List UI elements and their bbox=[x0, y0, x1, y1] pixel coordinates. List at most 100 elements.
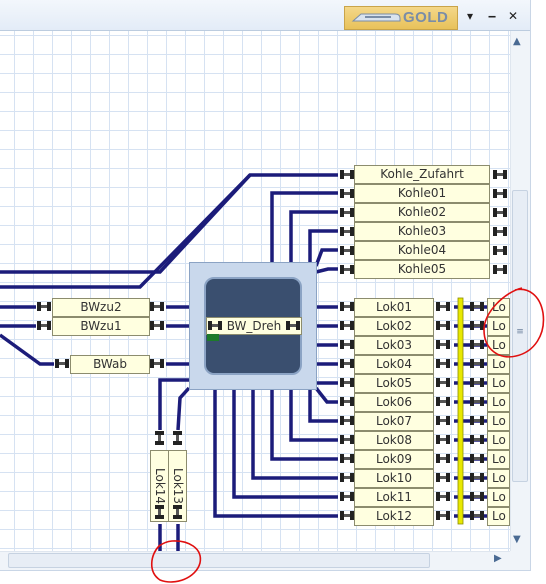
track-label-cut[interactable]: Lo bbox=[487, 374, 510, 393]
track-label-cut[interactable]: Lo bbox=[487, 450, 510, 469]
signal-marker-icon[interactable] bbox=[470, 435, 484, 444]
signal-marker-icon[interactable] bbox=[436, 454, 450, 463]
signal-marker-icon[interactable] bbox=[340, 265, 354, 274]
track-label-bwzu1[interactable]: BWzu1 bbox=[52, 317, 150, 336]
signal-marker-icon[interactable] bbox=[340, 246, 354, 255]
track-label-cut[interactable]: Lo bbox=[487, 488, 510, 507]
signal-marker-icon[interactable] bbox=[436, 302, 450, 311]
track-label-cut[interactable]: Lo bbox=[487, 431, 510, 450]
turntable-label[interactable]: BW_Dreh bbox=[206, 317, 302, 335]
track-label-lok03[interactable]: Lok03 bbox=[354, 336, 434, 355]
signal-marker-icon[interactable] bbox=[493, 170, 507, 179]
signal-marker-icon[interactable] bbox=[155, 505, 164, 519]
signal-marker-icon[interactable] bbox=[436, 492, 450, 501]
signal-marker-icon[interactable] bbox=[340, 359, 354, 368]
signal-marker-icon[interactable] bbox=[340, 473, 354, 482]
signal-marker-icon[interactable] bbox=[493, 246, 507, 255]
minimize-button[interactable]: ‒ bbox=[487, 9, 497, 23]
signal-marker-icon[interactable] bbox=[436, 359, 450, 368]
signal-marker-icon[interactable] bbox=[150, 302, 164, 311]
signal-marker-icon[interactable] bbox=[340, 397, 354, 406]
signal-marker-icon[interactable] bbox=[340, 208, 354, 217]
signal-marker-icon[interactable] bbox=[37, 302, 51, 311]
signal-marker-icon[interactable] bbox=[436, 511, 450, 520]
track-label-lok01[interactable]: Lok01 bbox=[354, 298, 434, 317]
scroll-down-arrow-icon[interactable]: ▼ bbox=[513, 534, 521, 545]
signal-marker-icon[interactable] bbox=[340, 321, 354, 330]
track-label-lok10[interactable]: Lok10 bbox=[354, 469, 434, 488]
track-label-lok04[interactable]: Lok04 bbox=[354, 355, 434, 374]
signal-marker-icon[interactable] bbox=[150, 359, 164, 368]
signal-marker-icon[interactable] bbox=[493, 227, 507, 236]
signal-marker-icon[interactable] bbox=[436, 416, 450, 425]
menu-dropdown-button[interactable]: ▾ bbox=[466, 9, 474, 23]
signal-marker-icon[interactable] bbox=[436, 340, 450, 349]
track-label-kohle02[interactable]: Kohle02 bbox=[354, 203, 490, 222]
track-label-cut[interactable]: Lo bbox=[487, 355, 510, 374]
track-label-cut[interactable]: Lo bbox=[487, 469, 510, 488]
signal-marker-icon[interactable] bbox=[470, 378, 484, 387]
track-label-kohle03[interactable]: Kohle03 bbox=[354, 222, 490, 241]
track-label-kohle01[interactable]: Kohle01 bbox=[354, 184, 490, 203]
scroll-up-arrow-icon[interactable]: ▲ bbox=[513, 36, 521, 47]
signal-marker-icon[interactable] bbox=[340, 492, 354, 501]
signal-marker-icon[interactable] bbox=[155, 431, 164, 445]
close-button[interactable]: ✕ bbox=[507, 9, 519, 23]
track-label-lok07[interactable]: Lok07 bbox=[354, 412, 434, 431]
horizontal-scroll-thumb[interactable] bbox=[8, 553, 430, 568]
signal-marker-icon[interactable] bbox=[436, 321, 450, 330]
signal-marker-icon[interactable] bbox=[470, 473, 484, 482]
signal-marker-icon[interactable] bbox=[470, 511, 484, 520]
signal-marker-icon[interactable] bbox=[150, 321, 164, 330]
signal-marker-icon[interactable] bbox=[340, 170, 354, 179]
signal-marker-icon[interactable] bbox=[340, 378, 354, 387]
track-label-cut[interactable]: Lo bbox=[487, 298, 510, 317]
signal-marker-icon[interactable] bbox=[470, 302, 484, 311]
signal-marker-icon[interactable] bbox=[340, 511, 354, 520]
signal-marker-icon[interactable] bbox=[493, 265, 507, 274]
track-label-lok08[interactable]: Lok08 bbox=[354, 431, 434, 450]
signal-marker-icon[interactable] bbox=[470, 359, 484, 368]
signal-marker-icon[interactable] bbox=[173, 505, 182, 519]
signal-marker-icon[interactable] bbox=[340, 454, 354, 463]
signal-marker-icon[interactable] bbox=[340, 302, 354, 311]
track-label-bwzu2[interactable]: BWzu2 bbox=[52, 298, 150, 317]
track-label-kohle-zufahrt[interactable]: Kohle_Zufahrt bbox=[354, 165, 490, 184]
signal-marker-icon[interactable] bbox=[436, 435, 450, 444]
track-label-cut[interactable]: Lo bbox=[487, 412, 510, 431]
signal-marker-icon[interactable] bbox=[436, 397, 450, 406]
signal-marker-icon[interactable] bbox=[470, 340, 484, 349]
track-label-kohle04[interactable]: Kohle04 bbox=[354, 241, 490, 260]
signal-marker-icon[interactable] bbox=[340, 435, 354, 444]
signal-marker-icon[interactable] bbox=[436, 378, 450, 387]
signal-marker-icon[interactable] bbox=[340, 416, 354, 425]
signal-marker-icon[interactable] bbox=[470, 492, 484, 501]
signal-marker-icon[interactable] bbox=[470, 321, 484, 330]
signal-marker-icon[interactable] bbox=[340, 340, 354, 349]
track-label-lok12[interactable]: Lok12 bbox=[354, 507, 434, 526]
track-label-cut[interactable]: Lo bbox=[487, 336, 510, 355]
track-label-lok06[interactable]: Lok06 bbox=[354, 393, 434, 412]
track-label-lok02[interactable]: Lok02 bbox=[354, 317, 434, 336]
track-label-lok09[interactable]: Lok09 bbox=[354, 450, 434, 469]
signal-marker-icon[interactable] bbox=[55, 359, 69, 368]
track-label-cut[interactable]: Lo bbox=[487, 393, 510, 412]
signal-marker-icon[interactable] bbox=[340, 189, 354, 198]
vertical-scroll-thumb[interactable]: ≡ bbox=[512, 190, 528, 482]
signal-marker-icon[interactable] bbox=[173, 431, 182, 445]
scroll-right-arrow-icon[interactable]: ▶ bbox=[494, 553, 502, 564]
track-label-lok11[interactable]: Lok11 bbox=[354, 488, 434, 507]
track-label-cut[interactable]: Lo bbox=[487, 317, 510, 336]
signal-marker-icon[interactable] bbox=[470, 416, 484, 425]
signal-marker-icon[interactable] bbox=[470, 454, 484, 463]
signal-marker-icon[interactable] bbox=[470, 397, 484, 406]
signal-marker-icon[interactable] bbox=[493, 189, 507, 198]
track-label-lok13[interactable]: Lok13 bbox=[168, 450, 187, 522]
track-label-bwab[interactable]: BWab bbox=[70, 355, 150, 374]
track-label-lok05[interactable]: Lok05 bbox=[354, 374, 434, 393]
track-label-cut[interactable]: Lo bbox=[487, 507, 510, 526]
track-label-kohle05[interactable]: Kohle05 bbox=[354, 260, 490, 279]
signal-marker-icon[interactable] bbox=[37, 321, 51, 330]
signal-marker-icon[interactable] bbox=[493, 208, 507, 217]
signal-marker-icon[interactable] bbox=[340, 227, 354, 236]
